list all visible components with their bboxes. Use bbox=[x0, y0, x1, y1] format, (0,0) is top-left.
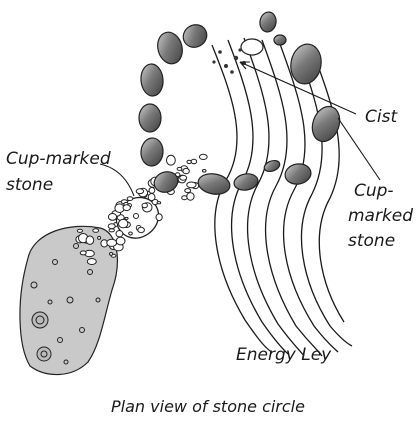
pebble bbox=[183, 168, 189, 173]
pebble bbox=[98, 236, 101, 239]
standing-stone bbox=[258, 11, 277, 33]
standing-stone bbox=[263, 159, 281, 174]
energy-ley-lines bbox=[212, 38, 352, 356]
pebble bbox=[156, 214, 162, 221]
standing-stone bbox=[274, 35, 286, 45]
label-cup-marked-stone-left: Cup-marked stone bbox=[6, 149, 116, 195]
pebble bbox=[110, 253, 113, 256]
pebble bbox=[123, 205, 130, 211]
label-cup-marked-stone-right: Cup- marked stone bbox=[348, 181, 417, 251]
pebble bbox=[80, 251, 86, 255]
pebble bbox=[107, 239, 117, 246]
pebble bbox=[202, 170, 206, 173]
pebble bbox=[116, 237, 125, 245]
label-cist: Cist bbox=[365, 107, 398, 127]
cup-marked-rock-slab bbox=[20, 226, 117, 374]
pebble bbox=[182, 196, 187, 200]
pebble bbox=[148, 194, 155, 201]
standing-stone bbox=[154, 29, 185, 66]
pebble bbox=[119, 219, 128, 227]
pebble bbox=[185, 189, 191, 193]
pebble bbox=[116, 231, 123, 237]
label-cup-marked-right-line-2: marked bbox=[348, 206, 413, 226]
label-energy-ley: Energy Ley bbox=[236, 345, 332, 365]
pebble bbox=[136, 189, 143, 194]
pebble bbox=[129, 232, 133, 235]
label-cup-marked-right-line-3: stone bbox=[348, 231, 395, 251]
pebble bbox=[191, 159, 197, 164]
pebble bbox=[187, 160, 191, 163]
pebble bbox=[127, 197, 133, 201]
standing-stone bbox=[283, 162, 312, 186]
pebble bbox=[77, 229, 82, 232]
standing-stone bbox=[288, 42, 324, 87]
stone-circle-uprights bbox=[139, 11, 344, 197]
label-cup-marked-left-line-1: Cup-marked bbox=[6, 149, 111, 169]
pebble bbox=[177, 167, 182, 170]
pebble bbox=[142, 203, 147, 207]
pebble bbox=[138, 227, 145, 232]
pebble bbox=[199, 154, 207, 159]
standing-stone bbox=[197, 171, 232, 196]
pebble bbox=[86, 236, 94, 244]
label-cup-marked-right-line-1: Cup- bbox=[354, 181, 394, 201]
pebble bbox=[187, 182, 196, 188]
figure-caption: Plan view of stone circle bbox=[111, 397, 305, 416]
pebble bbox=[125, 217, 128, 219]
pebble bbox=[93, 229, 99, 233]
pebble bbox=[108, 214, 116, 221]
pebble bbox=[108, 224, 115, 229]
label-cup-marked-left-line-2: stone bbox=[6, 175, 53, 195]
pebble bbox=[157, 202, 161, 204]
pebble bbox=[87, 259, 96, 265]
standing-stone bbox=[140, 63, 165, 97]
pebble bbox=[187, 193, 194, 201]
standing-stone bbox=[179, 20, 211, 51]
pebble bbox=[180, 175, 187, 180]
pebble bbox=[149, 188, 155, 194]
pebble bbox=[167, 155, 176, 165]
standing-stone bbox=[139, 104, 161, 132]
standing-stone bbox=[140, 137, 164, 167]
